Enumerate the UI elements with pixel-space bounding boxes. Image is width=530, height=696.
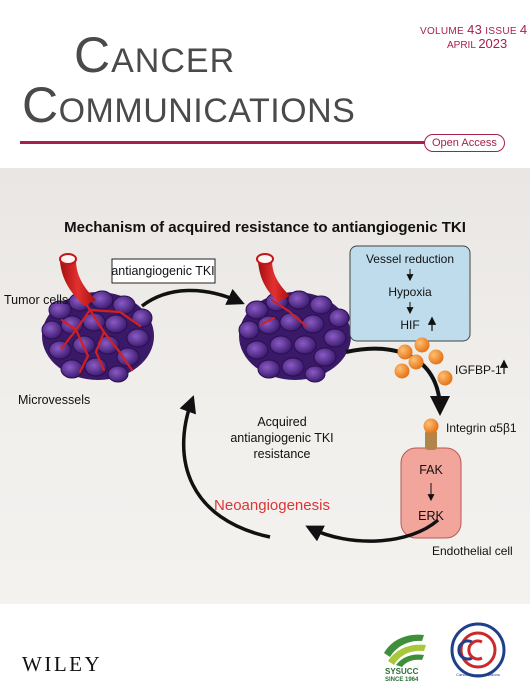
label-integrin: Integrin α5β1: [446, 421, 517, 435]
title-rule: [20, 141, 430, 144]
label-neoangiogenesis: Neoangiogenesis: [214, 497, 330, 514]
tki-arrow: [140, 288, 245, 308]
label-resistance-3: resistance: [254, 447, 311, 461]
sysucc-since: SINCE 1964: [385, 677, 419, 683]
figure-title: Mechanism of acquired resistance to anti…: [64, 219, 466, 236]
label-hypoxia: Hypoxia: [388, 285, 432, 299]
issue-date: APRIL 2023: [447, 36, 508, 51]
label-erk: ERK: [418, 509, 444, 523]
label-resistance-1: Acquired: [257, 415, 306, 429]
label-fak: FAK: [419, 463, 443, 477]
integrin-receptor: [425, 430, 437, 450]
signal-arrow: [345, 346, 450, 416]
open-access-badge: Open Access: [424, 134, 505, 152]
label-microvessels: Microvessels: [18, 393, 90, 407]
label-resistance-2: antiangiogenic TKI: [230, 431, 333, 445]
journal-title-line1: CANCER: [74, 27, 236, 83]
neo-arrow: [305, 518, 440, 543]
cancer-communications-logo: Cancer Communications: [450, 622, 506, 678]
label-tki: antiangiogenic TKI: [111, 264, 214, 278]
label-vessel-reduction: Vessel reduction: [366, 252, 454, 266]
hypoxia-box: [349, 245, 471, 342]
cycle-arrow: [179, 395, 271, 539]
publisher-logo: WILEY: [22, 652, 103, 676]
journal-title-line2: COMMUNICATIONS: [22, 77, 356, 133]
tumor-right: [238, 253, 351, 383]
label-igfbp1: IGFBP-1: [455, 363, 502, 377]
cc-logo-text: Cancer Communications: [456, 672, 500, 677]
sysucc-name: SYSUCC: [385, 667, 419, 676]
label-hif: HIF: [400, 318, 419, 332]
footer: [0, 604, 530, 696]
tumor-left: [41, 253, 154, 383]
igfbp1-ligands: [394, 337, 453, 386]
tki-box: [111, 258, 216, 284]
label-tumor-cells: Tumor cells: [4, 293, 68, 307]
sysucc-logo: [384, 634, 426, 667]
label-endothelial: Endothelial cell: [432, 544, 513, 558]
volume-issue: VOLUME 43 ISSUE 4: [420, 22, 528, 37]
